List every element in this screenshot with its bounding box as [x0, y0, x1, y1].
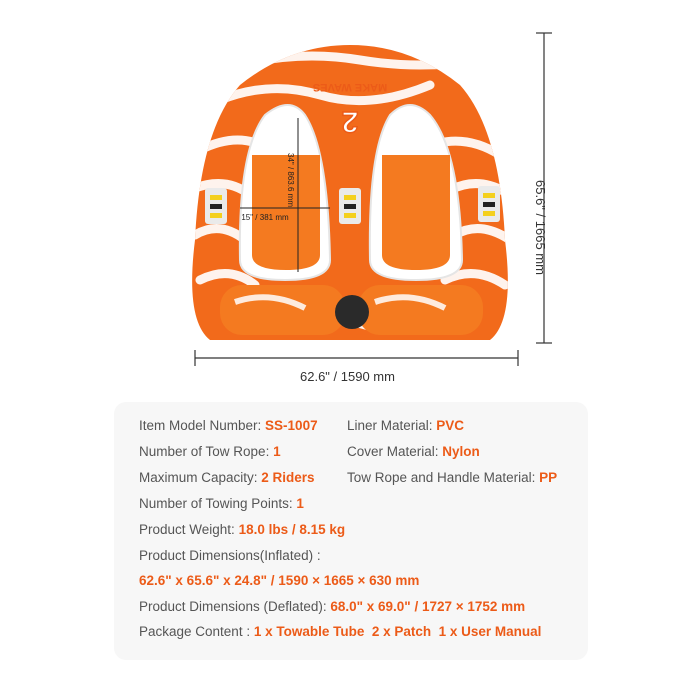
handle-center — [339, 188, 361, 224]
seat-width-label: 15" / 381 mm — [241, 213, 289, 222]
product-image-area: MAKE WAVES 2 — [192, 32, 552, 384]
spec-inflated-label: Product Dimensions(Inflated) : — [139, 548, 321, 563]
spec-inflated-value: 62.6" x 65.6" x 24.8" / 1590 × 1665 × 63… — [139, 573, 420, 588]
spec-weight: Product Weight: 18.0 lbs / 8.15 kg — [139, 522, 346, 537]
width-dimension-label: 62.6" / 1590 mm — [300, 369, 395, 384]
brand-text: MAKE WAVES — [313, 81, 387, 93]
seat-number: 2 — [342, 105, 359, 138]
spec-towing-points: Number of Towing Points: 1 — [139, 496, 304, 511]
handle-left — [205, 188, 227, 224]
spec-liner: Liner Material: PVC — [347, 418, 465, 433]
height-dimension-label: 65.6" / 1665 mm — [533, 180, 548, 275]
spec-cover: Cover Material: Nylon — [347, 444, 480, 459]
spec-capacity: Maximum Capacity: 2 Riders — [139, 470, 315, 485]
handle-right — [478, 186, 500, 222]
spec-package: Package Content : 1 x Towable Tube 2 x P… — [139, 624, 542, 639]
dimension-lines — [194, 32, 552, 366]
spec-card: Item Model Number: SS-1007 Liner Materia… — [114, 402, 588, 660]
seat-length-label: 34" / 863.6 mm — [286, 153, 295, 207]
towable-tube-illustration: MAKE WAVES 2 — [192, 45, 508, 340]
spec-tow-rope: Number of Tow Rope: 1 — [139, 444, 281, 459]
spec-handle-material: Tow Rope and Handle Material: PP — [347, 470, 558, 485]
spec-deflated: Product Dimensions (Deflated): 68.0" x 6… — [139, 599, 526, 614]
spec-model: Item Model Number: SS-1007 — [139, 418, 318, 433]
tow-point-icon — [335, 295, 369, 329]
